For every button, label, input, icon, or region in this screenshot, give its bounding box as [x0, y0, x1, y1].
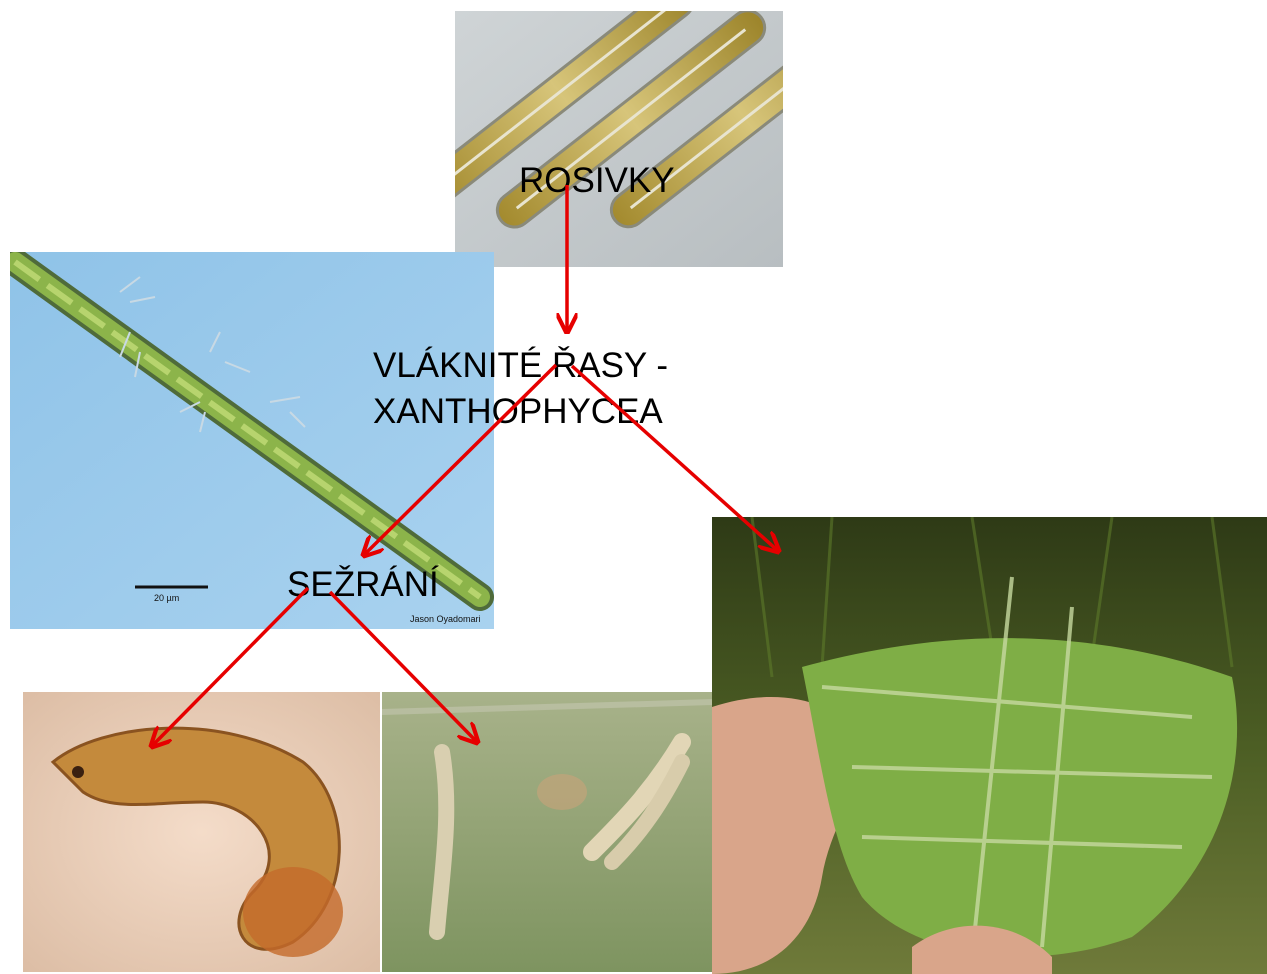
algae-in-hand-photo: [712, 517, 1267, 974]
scale-bar-label: 20 µm: [154, 593, 179, 603]
larva-photo: [23, 692, 380, 972]
diatoms-photo: [455, 11, 783, 267]
label-vlaknite-rasy: VLÁKNITÉ ŘASY - XANTHOPHYCEA: [373, 343, 668, 434]
label-rosivky: ROSIVKY: [519, 158, 675, 204]
label-vlaknite-line2: XANTHOPHYCEA: [373, 389, 668, 435]
label-vlaknite-line1: VLÁKNITÉ ŘASY -: [373, 343, 668, 389]
midge-larvae-photo: [382, 692, 712, 972]
photo-credit: Jason Oyadomari: [410, 614, 481, 624]
label-sezrani: SEŽRÁNÍ: [287, 562, 439, 608]
